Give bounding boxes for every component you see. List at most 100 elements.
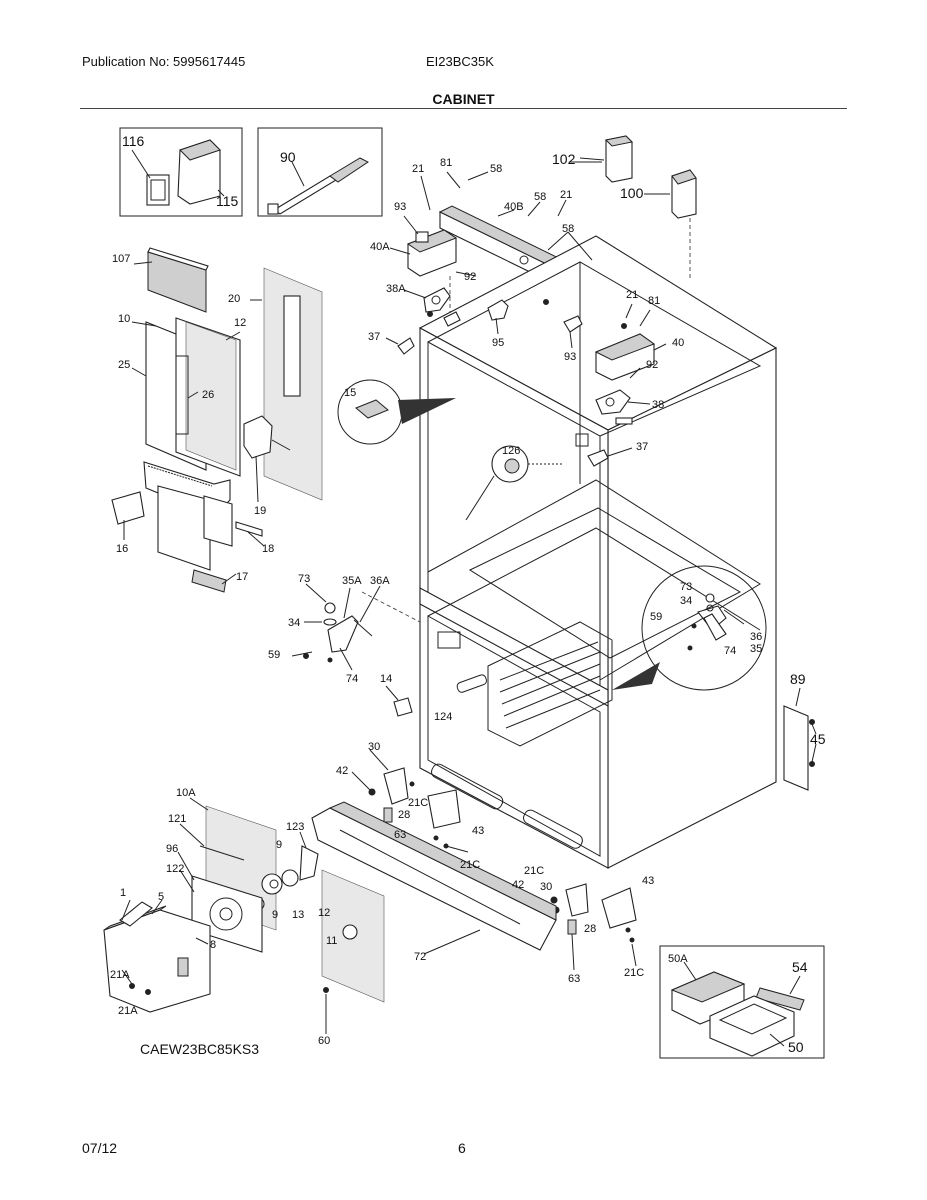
callout-25: 25	[118, 359, 130, 371]
callout-21-c: 21	[626, 289, 638, 301]
callout-89: 89	[790, 671, 806, 687]
callout-60: 60	[318, 1035, 330, 1047]
callout-43-a: 43	[472, 825, 484, 837]
callout-21c-b: 21C	[460, 859, 480, 871]
kickplate-72	[311, 801, 557, 951]
callout-115: 115	[216, 193, 239, 209]
detail-magnifier-hinge	[612, 565, 767, 691]
callout-14: 14	[380, 673, 392, 685]
drawing-code: CAEW23BC85KS3	[140, 1041, 259, 1057]
callout-21c-c: 21C	[524, 865, 544, 877]
callout-123: 123	[286, 821, 304, 833]
callout-42-a: 42	[336, 765, 348, 777]
callout-labels: 116 115 90 107 20 10 12 25 26 19 16 18 1…	[110, 133, 826, 1057]
callout-81-b: 81	[648, 295, 660, 307]
callout-19: 19	[254, 505, 266, 517]
callout-96: 96	[166, 843, 178, 855]
callout-100: 100	[620, 185, 644, 201]
lower-hinge-right	[550, 883, 637, 943]
callout-21c-d: 21C	[624, 967, 644, 979]
hinge-brackets-top	[579, 135, 697, 280]
dispenser-assembly	[111, 247, 323, 593]
callout-90: 90	[280, 149, 296, 165]
callout-59-b: 59	[650, 611, 662, 623]
section-title: CABINET	[432, 91, 495, 107]
model-number: EI23BC35K	[426, 54, 494, 69]
dispenser-front-assembly	[103, 805, 385, 1013]
callout-36: 36	[750, 631, 762, 643]
callout-36a: 36A	[370, 575, 390, 587]
callout-21-b: 21	[560, 189, 572, 201]
callout-12: 12	[234, 317, 246, 329]
callout-28-b: 28	[584, 923, 596, 935]
footer-date: 07/12	[82, 1140, 118, 1156]
callout-15: 15	[344, 387, 356, 399]
callout-9-a: 9	[276, 839, 282, 851]
callout-93-a: 93	[394, 201, 406, 213]
callout-35a: 35A	[342, 575, 362, 587]
callout-63-a: 63	[394, 829, 406, 841]
callout-34-a: 34	[288, 617, 300, 629]
callout-72: 72	[414, 951, 426, 963]
inset-box-115-116	[119, 127, 243, 217]
callout-1: 1	[120, 887, 126, 899]
callout-8: 8	[210, 939, 216, 951]
callout-124: 124	[434, 711, 452, 723]
side-panel-89	[783, 705, 815, 791]
callout-107: 107	[112, 253, 130, 265]
callout-37-b: 37	[636, 441, 648, 453]
callout-37-a: 37	[368, 331, 380, 343]
inset-box-90	[257, 127, 383, 217]
callout-59-a: 59	[268, 649, 280, 661]
callout-58-c: 58	[562, 223, 574, 235]
callout-95: 95	[492, 337, 504, 349]
callout-40b: 40B	[504, 201, 524, 213]
callout-45: 45	[810, 731, 826, 747]
callout-74-b: 74	[724, 645, 736, 657]
callout-10a: 10A	[176, 787, 196, 799]
callout-116: 116	[122, 133, 145, 149]
callout-30-a: 30	[368, 741, 380, 753]
callout-50a: 50A	[668, 953, 688, 965]
publication-number: Publication No: 5995617445	[82, 54, 246, 69]
bracket-14	[393, 697, 413, 717]
callout-9-b: 9	[272, 909, 278, 921]
callout-13: 13	[292, 909, 304, 921]
header-divider	[80, 108, 847, 109]
callout-42-b: 42	[512, 879, 524, 891]
callout-5: 5	[158, 891, 164, 903]
callout-12-b: 12	[318, 907, 330, 919]
callout-126: 126	[502, 445, 520, 457]
callout-26: 26	[202, 389, 214, 401]
callout-73-a: 73	[298, 573, 310, 585]
callout-11: 11	[326, 935, 337, 947]
callout-21c-a: 21C	[408, 797, 428, 809]
callout-92-b: 92	[646, 359, 658, 371]
leader-lines	[121, 161, 817, 1047]
light-socket-126	[465, 445, 562, 521]
callout-21a-b: 21A	[118, 1005, 138, 1017]
callout-38a: 38A	[386, 283, 406, 295]
callout-35: 35	[750, 643, 762, 655]
callout-20: 20	[228, 293, 240, 305]
callout-81-a: 81	[440, 157, 452, 169]
callout-73-b: 73	[680, 581, 692, 593]
callout-122: 122	[166, 863, 184, 875]
inset-box-50	[659, 945, 825, 1059]
callout-121: 121	[168, 813, 186, 825]
callout-58-a: 58	[490, 163, 502, 175]
hinge-cover-40a	[406, 229, 458, 277]
callout-17: 17	[236, 571, 248, 583]
callout-16: 16	[116, 543, 128, 555]
left-hinge-parts	[291, 591, 421, 663]
callout-102: 102	[552, 151, 576, 167]
refrigerator-cabinet	[418, 235, 778, 869]
callout-18: 18	[262, 543, 274, 555]
callout-54: 54	[792, 959, 808, 975]
callout-38: 38	[652, 399, 664, 411]
callout-63-b: 63	[568, 973, 580, 985]
detail-magnifier-15	[337, 379, 456, 445]
page-number: 6	[458, 1140, 466, 1156]
callout-21a-a: 21A	[110, 969, 130, 981]
